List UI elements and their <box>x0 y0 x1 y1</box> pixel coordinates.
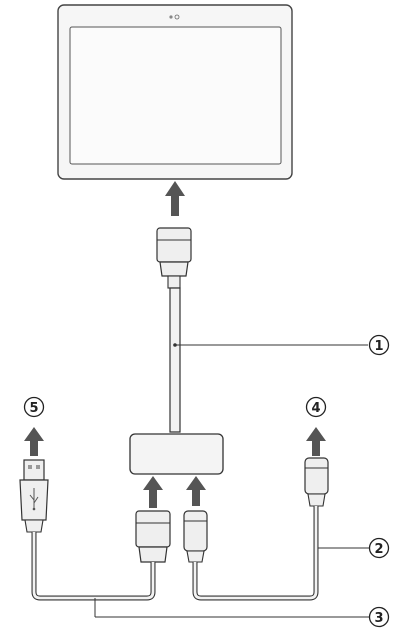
arrow-up-icon <box>143 476 163 508</box>
tablet-icon <box>57 4 293 180</box>
callout-4-label: 4 <box>311 401 320 416</box>
adapter-cable <box>169 287 181 433</box>
usb-symbol-icon <box>29 488 39 511</box>
arrow-up-icon <box>306 427 326 456</box>
callout-1-label: 1 <box>374 339 383 354</box>
callout-5-label: 5 <box>29 401 38 416</box>
tablet-sensor-icon <box>169 15 173 19</box>
callout-1: 1 <box>368 334 390 356</box>
hdmi-plug <box>304 457 329 507</box>
tablet-camera-icon <box>174 14 180 20</box>
arrow-up-icon <box>24 427 44 456</box>
adapter-box <box>129 433 224 475</box>
dock-connector-plug <box>156 227 192 289</box>
usb-cable <box>31 532 156 601</box>
callout-2: 2 <box>368 537 390 559</box>
callout-2-label: 2 <box>374 542 383 557</box>
callout-3-label: 3 <box>374 611 383 626</box>
callout-4: 4 <box>305 396 327 418</box>
hdmi-cable <box>192 506 319 601</box>
dock-connector-plug <box>135 510 171 563</box>
arrow-up-icon <box>186 476 206 506</box>
callout-5: 5 <box>23 396 45 418</box>
arrow-up-icon <box>165 181 185 216</box>
hdmi-plug <box>183 510 208 563</box>
callout-3: 3 <box>368 606 390 628</box>
usb-plug <box>19 459 49 533</box>
